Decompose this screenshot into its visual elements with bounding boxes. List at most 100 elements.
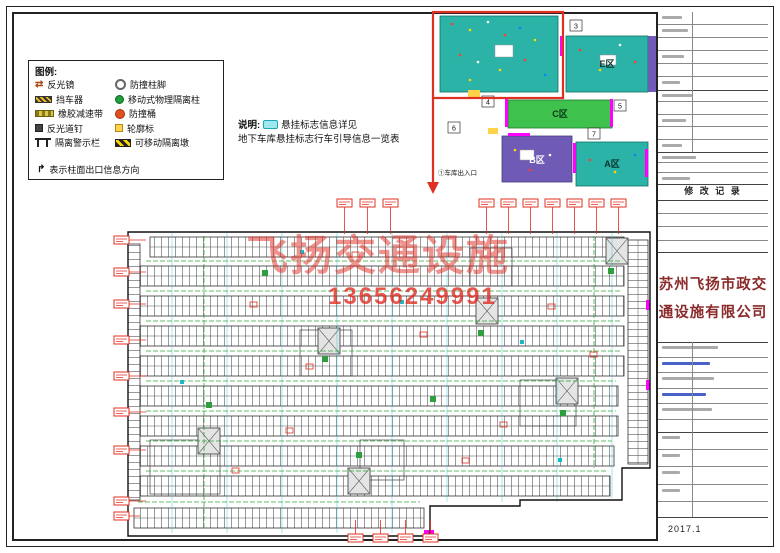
legend-item-label: 移动式物理隔离柱 [128, 94, 201, 105]
titleblock-row [658, 502, 768, 517]
legend-item-label: 隔离警示栏 [55, 138, 101, 148]
legend-item: ⇄ 反光镜 [35, 79, 111, 91]
legend-item-label: 反光道钉 [47, 123, 84, 134]
legend-item: 橡胶减速带 [35, 108, 111, 119]
titleblock-row [658, 127, 768, 140]
warning-barrier-icon [35, 138, 51, 147]
placeholder-text [662, 94, 692, 97]
project-info-rows [658, 342, 768, 433]
entrance-number-6: 6 [452, 126, 456, 133]
keyplan-locator-rect [431, 10, 565, 100]
legend-item: 可移动隔离墩 [115, 137, 200, 148]
inner-sign-markers [231, 251, 598, 474]
titleblock-row [658, 163, 768, 174]
titleblock-row [658, 152, 768, 163]
drive-lane-lines [138, 236, 620, 530]
legend-column-left: ⇄ 反光镜 挡车器 橡胶减速带 反光道钉 隔离警示栏 [35, 79, 111, 148]
legend-item: 移动式物理隔离柱 [115, 94, 200, 105]
titleblock-row [658, 25, 768, 38]
titleblock-row [658, 432, 768, 450]
legend-box: 图例: ⇄ 反光镜 挡车器 橡胶减速带 反光道钉 隔离警示栏 [28, 60, 224, 180]
titleblock-row [658, 115, 768, 128]
placeholder-text [662, 81, 680, 84]
legend-item: 反光道钉 [35, 123, 111, 134]
drawing-date: 2017.1 [668, 524, 702, 534]
note-line-1: 说明:悬挂标志信息详见 [238, 119, 400, 133]
wheel-stop-icon [35, 95, 52, 103]
title-block: 修 改 记 录 苏州飞扬市政交 通设施有限公司 2017.1 [656, 12, 768, 541]
note-block: 说明:悬挂标志信息详见 地下车库悬挂标志行车引导信息一览表 [238, 119, 400, 147]
titleblock-row [658, 102, 768, 115]
titleblock-row [658, 450, 768, 468]
revision-record-rows [658, 200, 768, 253]
titleblock-row [658, 12, 768, 25]
keyplan-entrance-numbers: 3 4 5 6 7 [447, 19, 627, 140]
legend-title: 图例: [35, 67, 58, 78]
entrance-number-7: 7 [592, 132, 596, 139]
legend-item: 挡车器 [35, 94, 111, 105]
keyplan-subblocks [468, 44, 617, 161]
titleblock-row [658, 467, 768, 485]
titleblock-row [658, 200, 768, 214]
titleblock-row [658, 64, 768, 77]
legend-item-label: 反光镜 [47, 80, 75, 90]
keyplan-ramp-highlights [505, 36, 648, 177]
placeholder-text [662, 29, 688, 32]
company-name-line-1: 苏州飞扬市政交 [658, 276, 768, 293]
zone-label-b: B区 [529, 155, 545, 165]
keyplan-zone-e-edge [648, 36, 656, 92]
mirror-icon: ⇄ [35, 79, 44, 90]
keyplan-zone-a [575, 141, 649, 187]
green-markers [206, 268, 614, 458]
titleblock-row [658, 214, 768, 227]
date-row: 2017.1 [658, 517, 768, 541]
placeholder-text [662, 408, 712, 412]
titleblock-row [658, 38, 768, 51]
titleblock-row [658, 358, 768, 374]
movable-column-icon [115, 94, 124, 104]
company-name-line-2: 通设施有限公司 [658, 304, 768, 321]
titleblock-row [658, 77, 768, 89]
legend-item: 防撞桶 [115, 108, 200, 119]
legend-columns: ⇄ 反光镜 挡车器 橡胶减速带 反光道钉 隔离警示栏 [35, 79, 221, 148]
legend-item: 轮廓标 [115, 123, 200, 134]
speed-bump-icon [35, 110, 54, 117]
titleblock-info-table-2 [658, 90, 768, 153]
placeholder-text [662, 436, 680, 439]
note-label: 说明: [238, 120, 261, 131]
placeholder-text [662, 177, 690, 181]
company-name-block: 苏州飞扬市政交 通设施有限公司 [658, 252, 768, 343]
zone-label-a: A区 [604, 159, 620, 169]
placeholder-text [662, 488, 680, 492]
legend-item: 防撞柱脚 [115, 79, 200, 90]
titleblock-row [658, 227, 768, 241]
placeholder-text [662, 16, 682, 19]
keyplan-zone-b [501, 135, 573, 183]
stall-row-midlines [134, 246, 624, 519]
column-grid-lines [171, 233, 613, 533]
note-line-2: 地下车库悬挂标志行车引导信息一览表 [238, 134, 400, 145]
titleblock-info-table-3 [658, 152, 768, 185]
legend-item-label: 防撞柱脚 [130, 80, 167, 90]
titleblock-row [658, 485, 768, 503]
zone-label-e: E区 [599, 59, 614, 69]
signature-rows [658, 432, 768, 518]
callout-leader-lines [129, 207, 619, 534]
titleblock-row [658, 140, 768, 151]
titleblock-info-table-1 [658, 12, 768, 91]
entrance-number-4: 4 [486, 100, 490, 107]
legend-footer-label: 表示柱面出口信息方向 [49, 165, 140, 175]
keyplan: 3 4 5 6 7 E区 C区 B区 A区 ①车库出入口 [427, 10, 656, 194]
sign-callouts [113, 198, 627, 543]
isolation-pier-icon [115, 138, 131, 147]
placeholder-text [662, 377, 714, 381]
placeholder-text [662, 118, 686, 122]
titleblock-row [658, 51, 768, 64]
placeholder-text [662, 471, 680, 475]
contour-marker-icon [115, 124, 123, 132]
keyplan-sign-dots [450, 20, 637, 174]
placeholder-text [662, 143, 682, 147]
placeholder-text [662, 453, 680, 457]
placeholder-text [662, 361, 710, 365]
titleblock-row [658, 90, 768, 103]
